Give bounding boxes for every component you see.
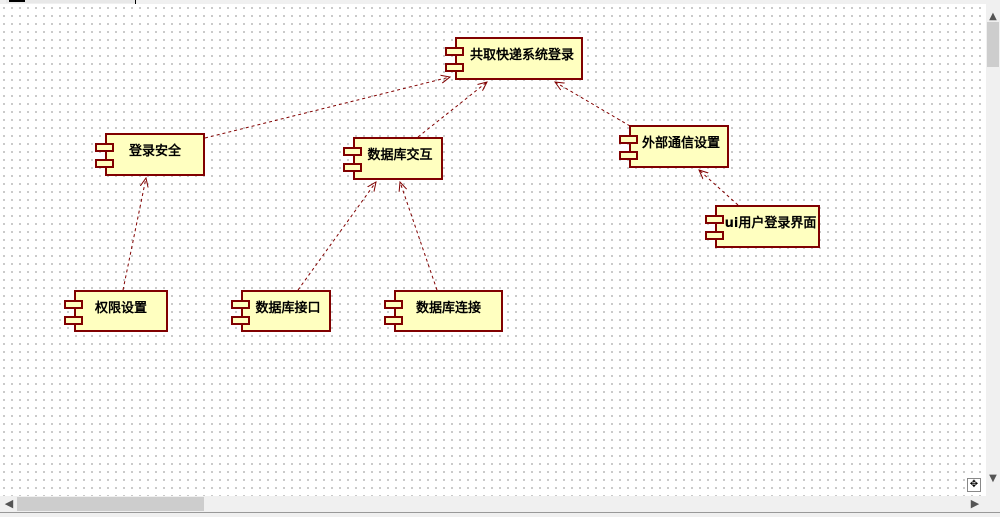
- horizontal-scrollbar[interactable]: ◀ ▶: [0, 496, 986, 512]
- component-ui-login[interactable]: ui用户登录界面: [705, 205, 820, 248]
- vertical-scrollbar[interactable]: ▲ ▼: [986, 4, 1000, 496]
- diagram-canvas[interactable]: [0, 4, 986, 496]
- component-port-icon: [343, 147, 362, 156]
- component-db-interaction[interactable]: 数据库交互: [343, 137, 443, 180]
- component-port-icon: [705, 215, 724, 224]
- vertical-scroll-thumb[interactable]: [987, 22, 999, 67]
- component-login-security[interactable]: 登录安全: [95, 133, 205, 176]
- component-port-icon: [95, 159, 114, 168]
- component-port-icon: [619, 135, 638, 144]
- scroll-up-icon[interactable]: ▲: [989, 11, 997, 22]
- component-port-icon: [343, 163, 362, 172]
- component-label: ui用户登录界面: [724, 216, 817, 231]
- component-external-comm[interactable]: 外部通信设置: [619, 125, 729, 168]
- component-port-icon: [231, 316, 250, 325]
- component-port-icon: [384, 316, 403, 325]
- component-port-icon: [231, 300, 250, 309]
- component-label: 共取快递系统登录: [469, 48, 574, 63]
- component-port-icon: [384, 300, 403, 309]
- component-label: 数据库连接: [415, 301, 481, 316]
- scroll-right-icon[interactable]: ▶: [970, 497, 980, 510]
- component-port-icon: [705, 231, 724, 240]
- component-port-icon: [445, 47, 464, 56]
- component-label: 权限设置: [94, 301, 147, 316]
- component-db-connection[interactable]: 数据库连接: [384, 290, 503, 332]
- horizontal-scroll-thumb[interactable]: [17, 497, 204, 511]
- diagram-tab[interactable]: [6, 0, 136, 3]
- component-port-icon: [64, 300, 83, 309]
- pan-move-icon[interactable]: ✥: [967, 478, 981, 492]
- text-cursor: [135, 0, 136, 4]
- component-port-icon: [64, 316, 83, 325]
- component-login[interactable]: 共取快递系统登录: [445, 37, 583, 80]
- status-strip: [0, 512, 1000, 517]
- component-port-icon: [445, 63, 464, 72]
- scrollbar-corner: [986, 496, 1000, 512]
- component-label: 数据库接口: [255, 301, 321, 316]
- top-toolbar-strip: [0, 0, 1000, 4]
- component-db-interface[interactable]: 数据库接口: [231, 290, 331, 332]
- component-label: 登录安全: [128, 144, 181, 159]
- component-permission[interactable]: 权限设置: [64, 290, 168, 332]
- component-port-icon: [619, 151, 638, 160]
- scroll-down-icon[interactable]: ▼: [989, 473, 997, 484]
- scroll-left-icon[interactable]: ◀: [4, 497, 14, 510]
- component-label: 数据库交互: [367, 148, 433, 163]
- component-label: 外部通信设置: [641, 136, 720, 151]
- component-port-icon: [95, 143, 114, 152]
- tab-indicator: [9, 0, 25, 2]
